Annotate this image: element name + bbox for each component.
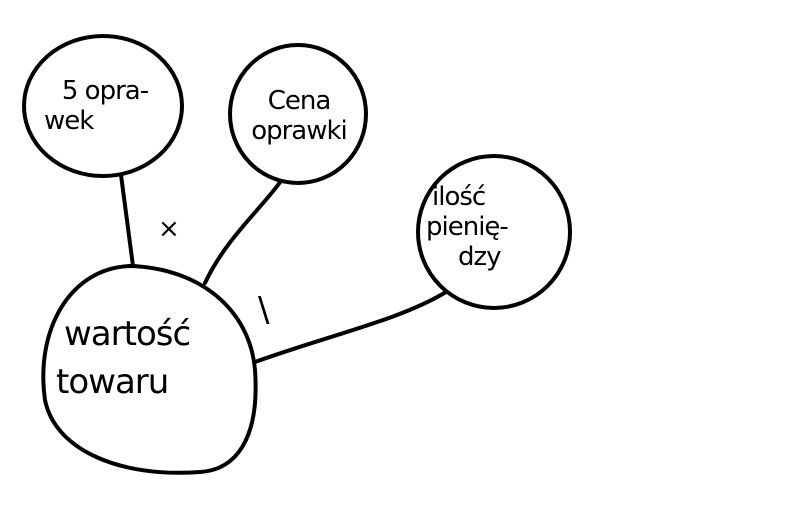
edge-oprawek-wartosc	[119, 173, 135, 268]
node-text-line: wartość	[64, 314, 191, 354]
multiply-operator: ×	[158, 214, 180, 244]
node-circle-wartosc	[41, 264, 258, 475]
node-text-line: Cena	[267, 86, 332, 116]
node-label-oprawek: 5 opra- wek	[30, 76, 180, 136]
node-label-wartosc: wartość towaru	[56, 310, 246, 406]
node-text-line: 5 opra-	[61, 76, 149, 106]
node-circle-pieniedzy	[416, 154, 572, 310]
edge-cena-wartosc	[203, 179, 283, 285]
node-text-line: oprawki	[251, 116, 348, 146]
node-label-pieniedzy: ilość pienię- dzy	[426, 182, 566, 272]
divide-operator: \	[258, 290, 270, 330]
node-text-line: ilość	[432, 182, 486, 212]
node-circle-cena	[228, 43, 368, 185]
node-text-line: pienię-	[426, 212, 509, 242]
node-label-cena: Cena oprawki	[234, 86, 364, 146]
node-circle-oprawek	[22, 34, 184, 178]
node-text-line: dzy	[458, 242, 502, 272]
edge-pieniedzy-wartosc	[253, 290, 448, 364]
node-text-line: wek	[44, 106, 94, 136]
node-text-line: towaru	[56, 362, 169, 402]
